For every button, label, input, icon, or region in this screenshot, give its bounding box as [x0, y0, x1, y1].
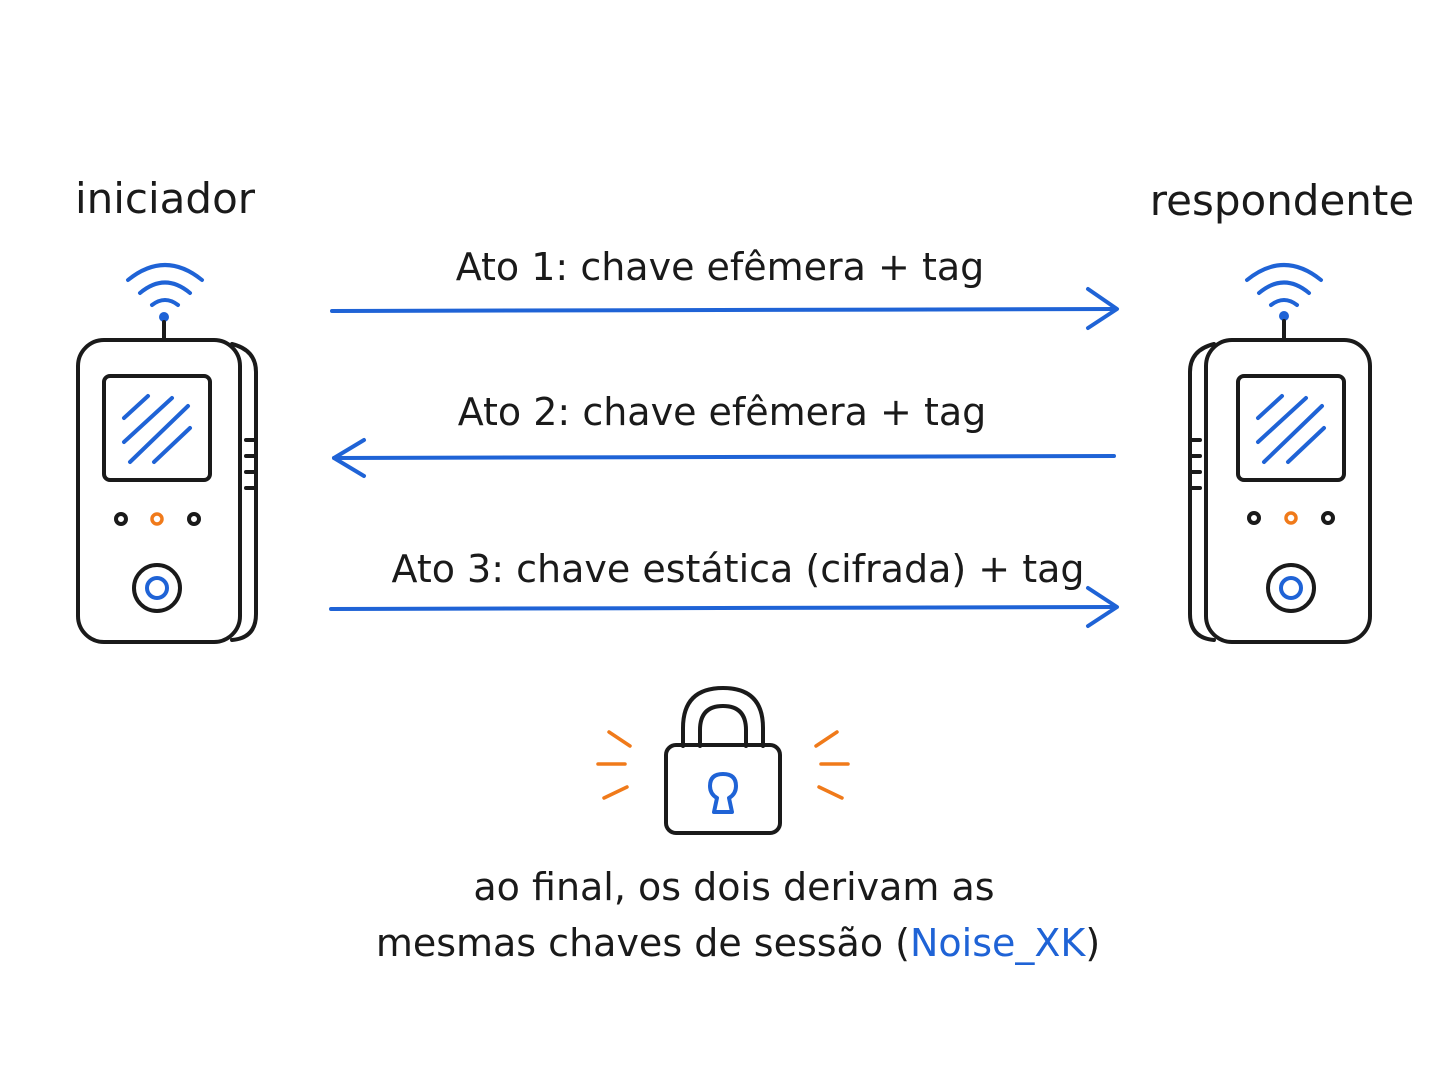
arrow-right-1: [330, 307, 1118, 313]
message-act-2: Ato 2: chave efêmera + tag: [332, 390, 1116, 478]
responder-wifi-signal-icon: [1245, 263, 1323, 342]
arrow-head-left-2: [332, 438, 366, 478]
result-line-2-suffix: ): [1085, 921, 1100, 965]
arrow-head-right-1: [1086, 287, 1119, 330]
padlock-icon: [596, 686, 850, 835]
initiator-device-icon: [76, 263, 258, 644]
responder-label: respondente: [1150, 176, 1414, 225]
initiator-wifi-signal-icon: [126, 263, 204, 342]
message-act-2-label: Ato 2: chave efêmera + tag: [458, 390, 987, 434]
arrow-head-right-3: [1086, 586, 1119, 628]
message-act-1-label: Ato 1: chave efêmera + tag: [456, 245, 985, 289]
initiator-label: iniciador: [75, 174, 256, 223]
result-line-2: mesmas chaves de sessão (Noise_XK): [376, 921, 1100, 965]
arrow-right-3: [329, 605, 1118, 611]
responder-device-icon: [1188, 263, 1372, 644]
arrow-left-2: [332, 454, 1116, 460]
result-line-2-prefix: mesmas chaves de sessão (: [376, 921, 910, 965]
message-act-3: Ato 3: chave estática (cifrada) + tag: [329, 547, 1119, 628]
noise-protocol-name: Noise_XK: [910, 921, 1086, 965]
message-act-1: Ato 1: chave efêmera + tag: [330, 245, 1119, 330]
message-act-3-label: Ato 3: chave estática (cifrada) + tag: [392, 547, 1085, 591]
result-line-1: ao final, os dois derivam as: [473, 865, 994, 909]
